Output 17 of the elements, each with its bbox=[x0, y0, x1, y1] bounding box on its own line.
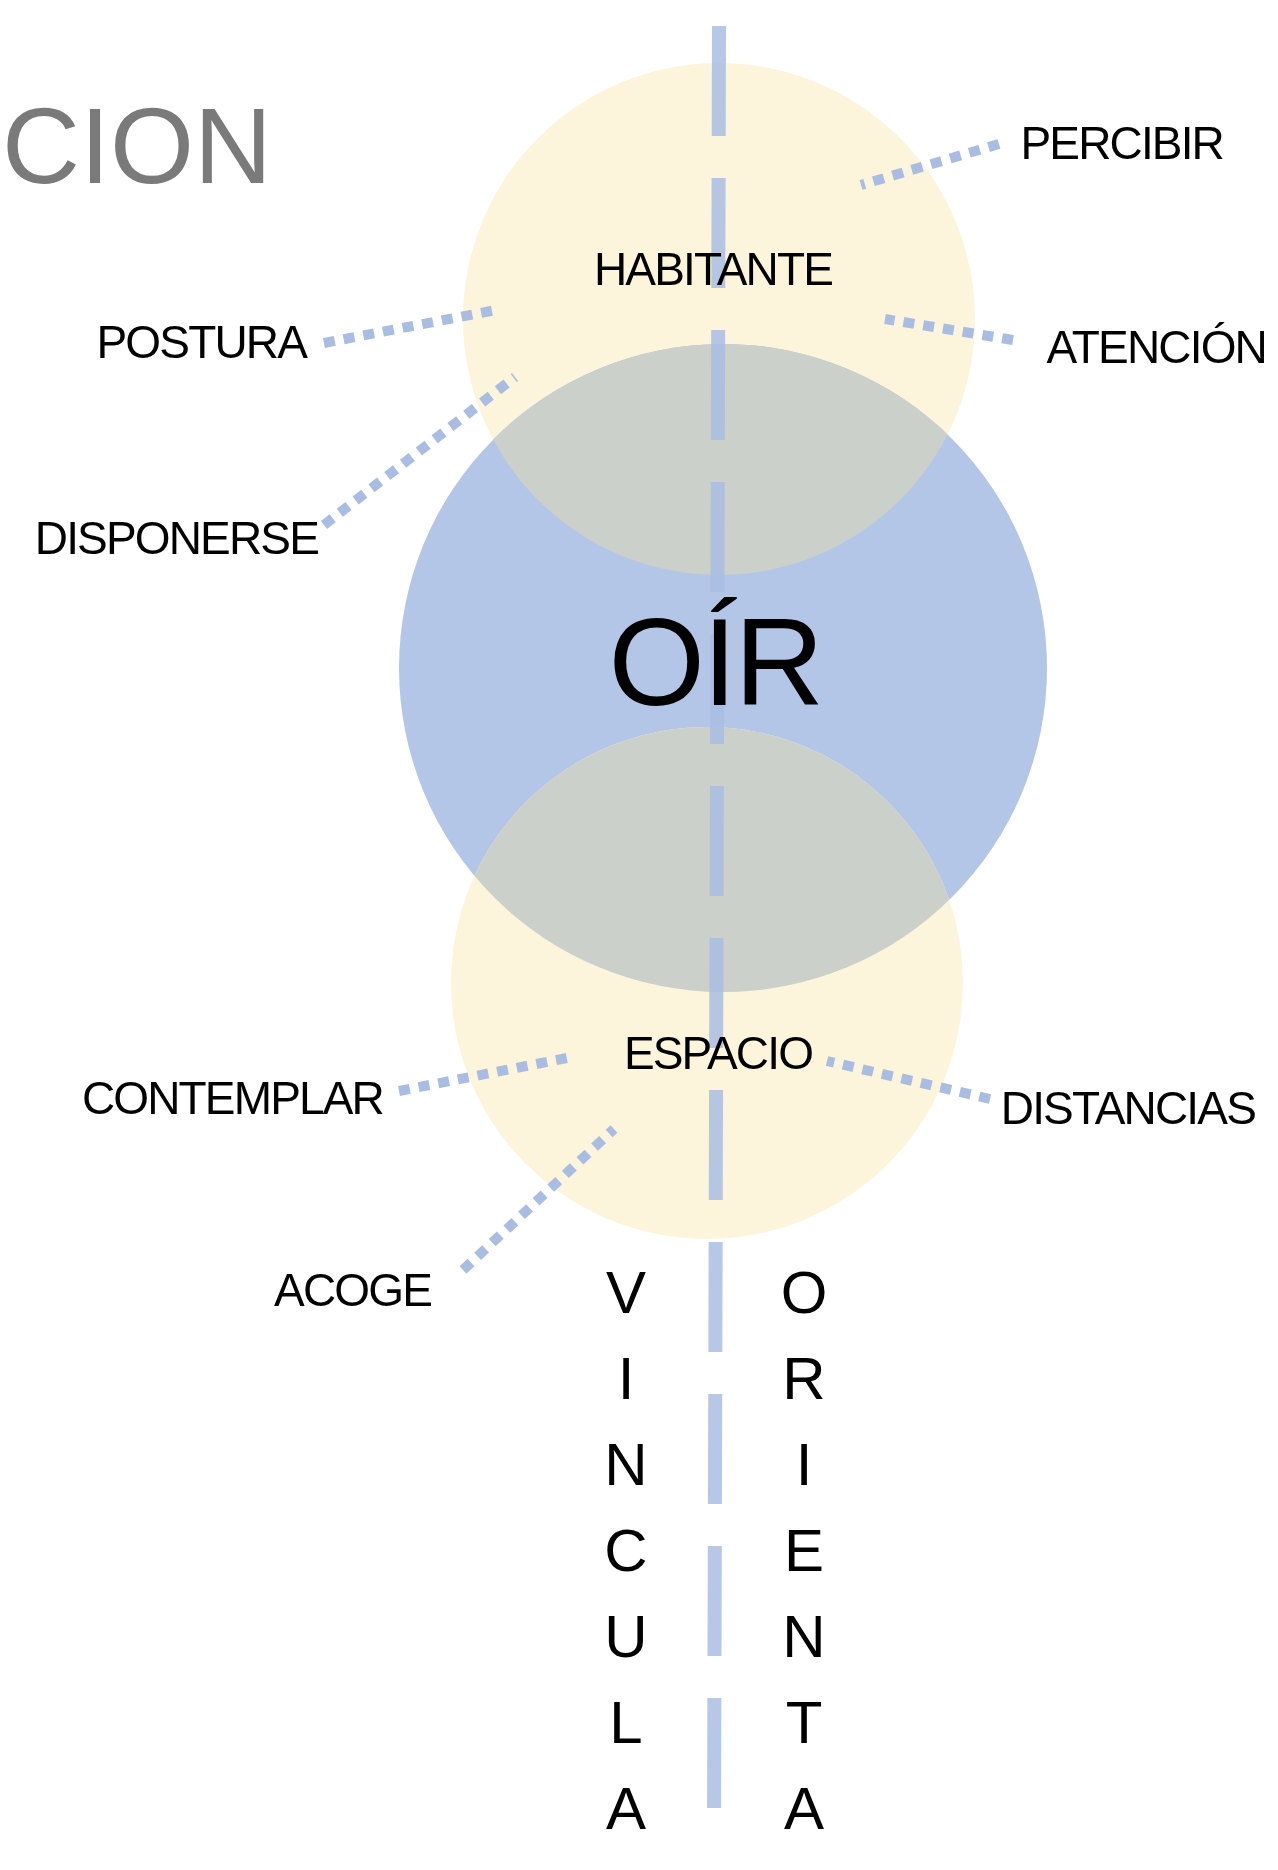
term-label: CONTEMPLAR bbox=[81, 1071, 383, 1125]
term-label: ACOGE bbox=[274, 1263, 431, 1317]
vertical-label: VINCULA bbox=[603, 1258, 649, 1844]
title: CION bbox=[2, 86, 272, 206]
leader-line bbox=[459, 1125, 618, 1274]
leader-line bbox=[320, 373, 519, 529]
vertical-label: ORIENTA bbox=[779, 1258, 829, 1844]
term-label: POSTURA bbox=[96, 315, 306, 369]
term-label: ATENCIÓN bbox=[1046, 320, 1266, 374]
circle-label: HABITANTE bbox=[593, 246, 833, 292]
term-label: DISTANCIAS bbox=[1000, 1081, 1255, 1135]
term-label: DISPONERSE bbox=[34, 511, 318, 565]
circle-label: ESPACIO bbox=[623, 1030, 813, 1076]
leader-line bbox=[884, 314, 1014, 345]
term-label: PERCIBIR bbox=[1020, 116, 1223, 170]
leader-line bbox=[859, 139, 1001, 190]
leader-line bbox=[825, 1056, 992, 1104]
